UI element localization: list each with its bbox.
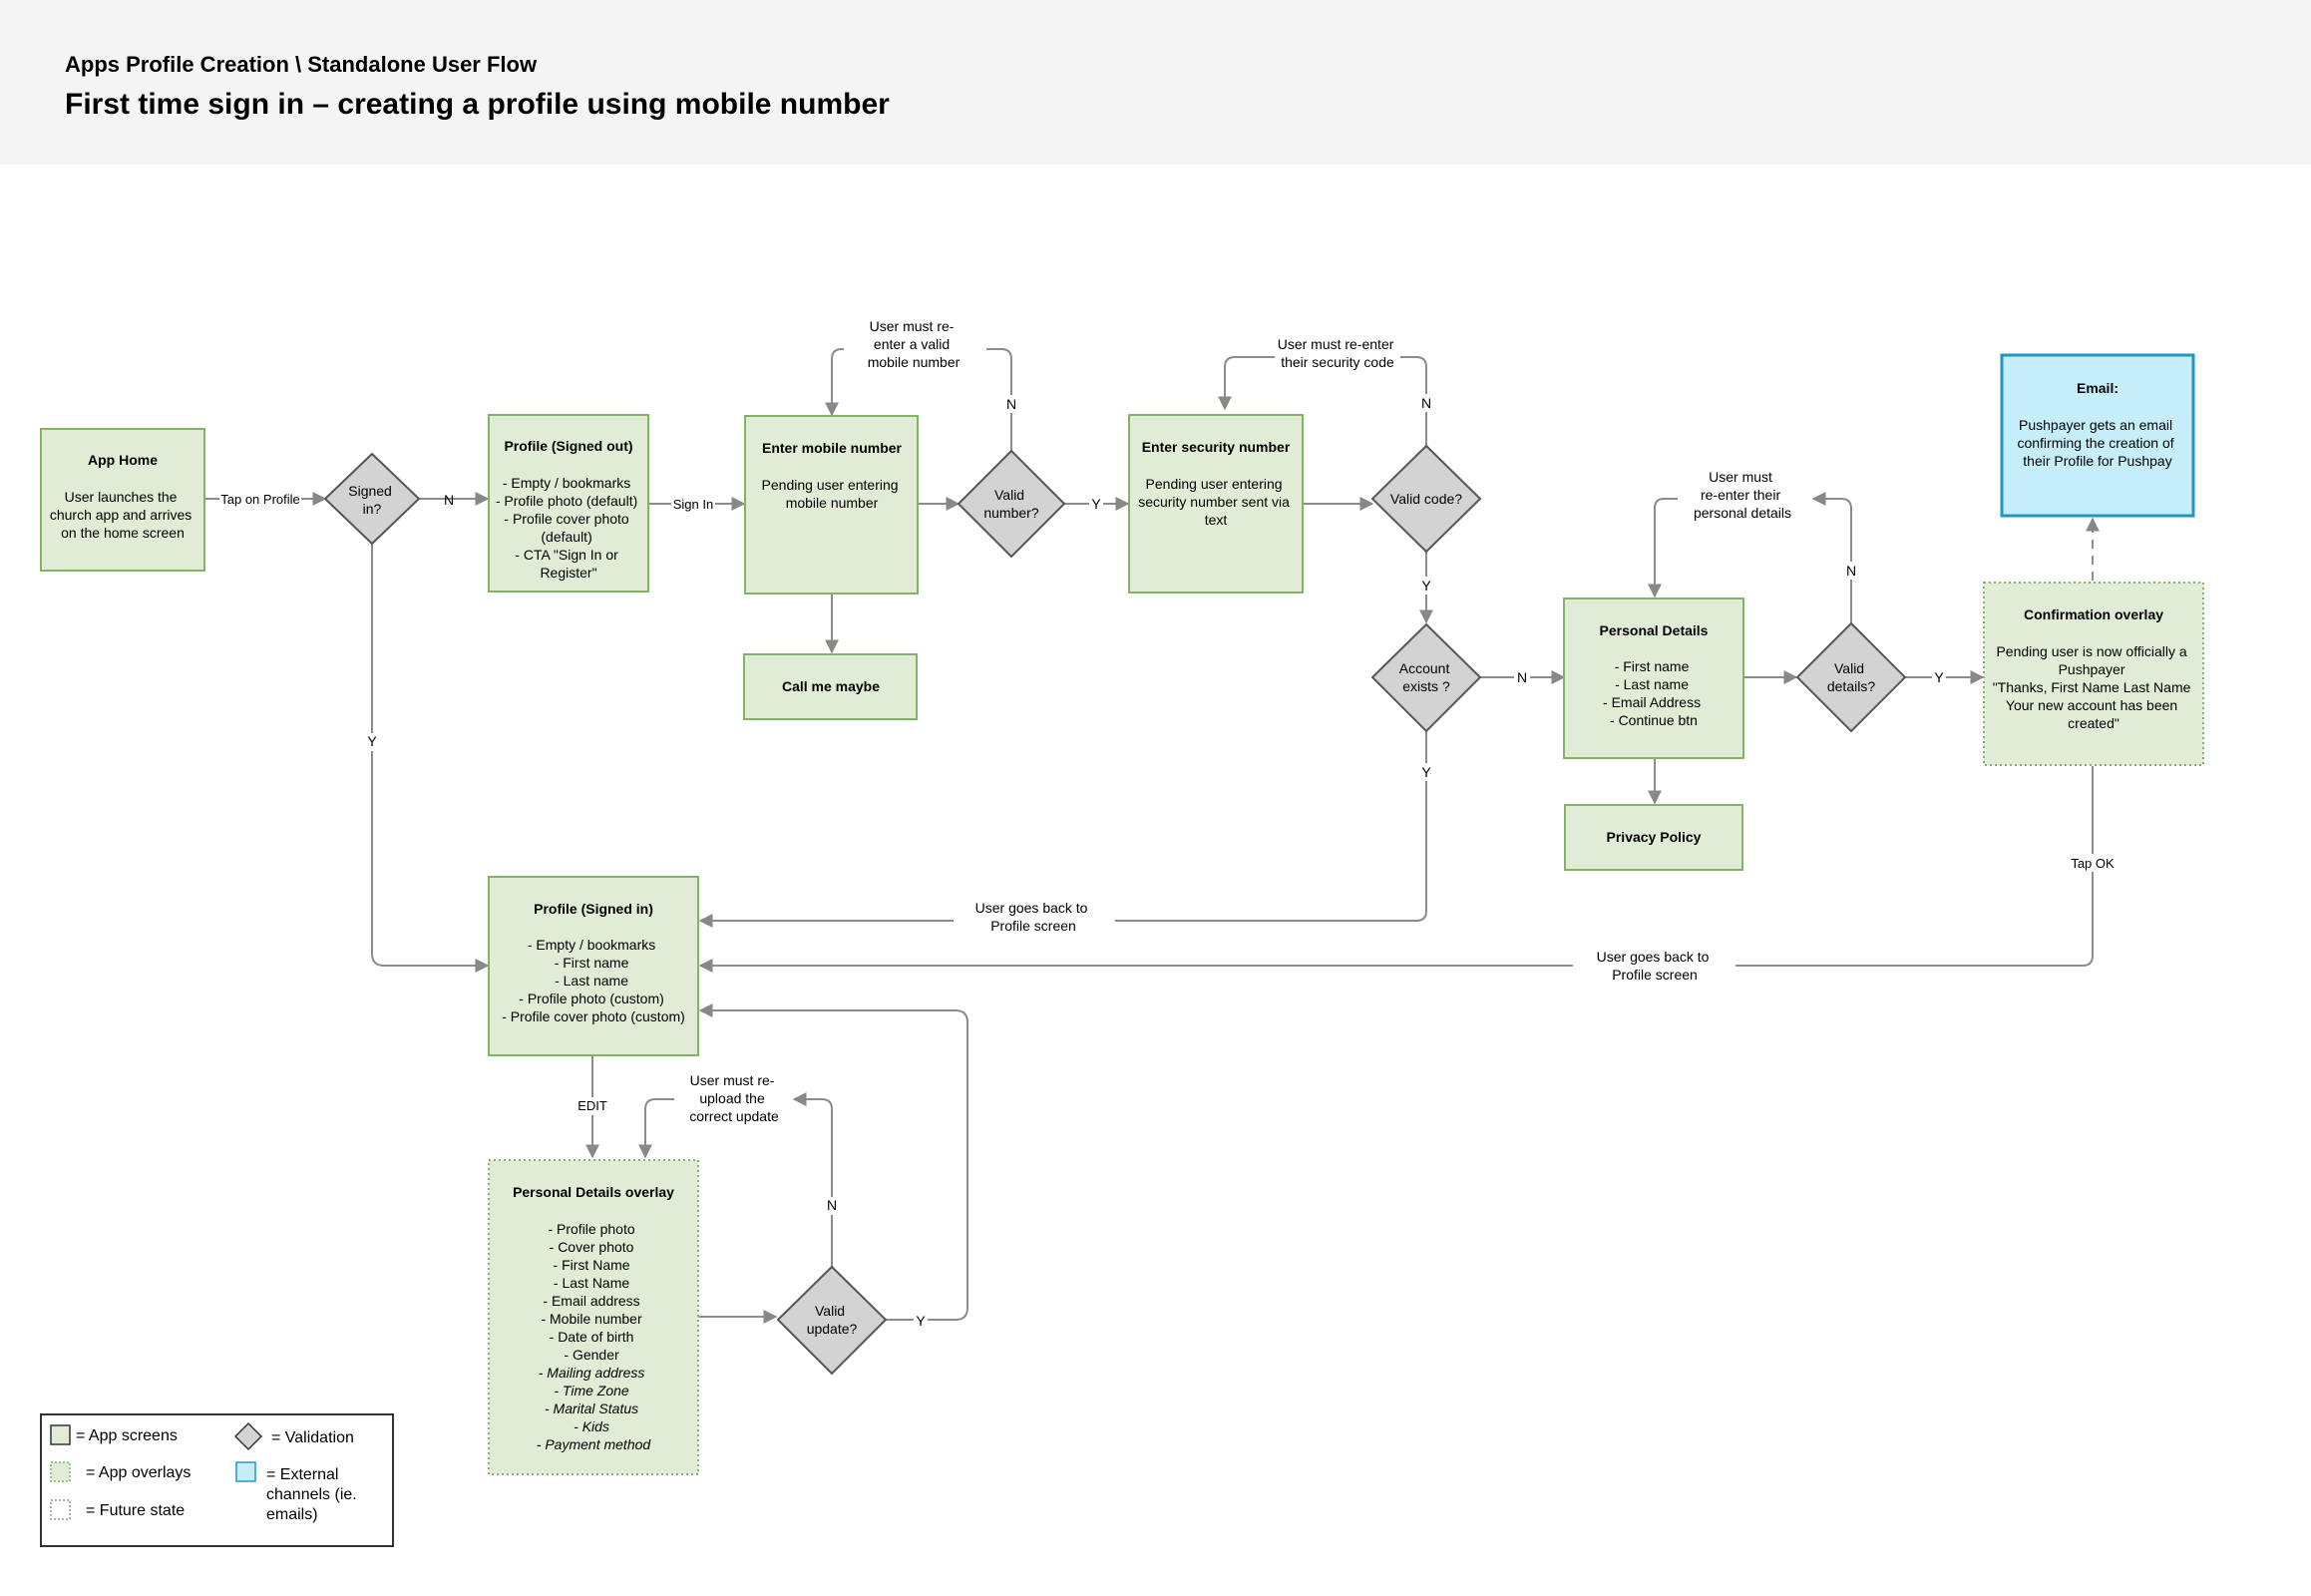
svg-text:Account exists ?: Account exists ? xyxy=(1399,660,1453,694)
svg-text:User launches the chur: User launches the church app and arrives… xyxy=(50,489,195,541)
node-profile-signed-out: Profile (Signed out) - Empty / bookmarks… xyxy=(488,414,649,593)
label-validupdate-no: N xyxy=(827,1197,837,1213)
edge-reupload xyxy=(638,1098,674,1159)
label-validdetails-yes: Y xyxy=(1934,669,1944,685)
edge-confirm-tapok xyxy=(1735,766,2094,967)
label-validnumber-yes: Y xyxy=(1091,496,1101,512)
label-tap-on-profile: Tap on Profile xyxy=(220,492,300,507)
label-sign-in: Sign In xyxy=(673,497,713,512)
diamond-valid-update: Valid update? xyxy=(776,1265,888,1376)
node-personal-details: Personal Details - First name - Last nam… xyxy=(1563,598,1744,759)
node-app-home: App Home User launches the church app an… xyxy=(40,428,205,572)
header-band: Apps Profile Creation \ Standalone User … xyxy=(0,0,2311,165)
edge-reenter-details xyxy=(1648,498,1678,598)
edge-reenter-mobile xyxy=(825,348,844,417)
label-edit: EDIT xyxy=(578,1098,607,1113)
call-me-maybe-title: Call me maybe xyxy=(782,678,880,694)
confirmation-overlay-title: Confirmation overlay xyxy=(2024,606,2163,622)
node-confirmation-overlay: Confirmation overlay Pending user is now… xyxy=(1983,582,2204,766)
svg-text:Valid code?: Valid code? xyxy=(1390,491,1462,507)
svg-text:- Empty / bookmarks -: - Empty / bookmarks - Profile photo (def… xyxy=(496,475,641,581)
svg-text:- Profile photo - Cove: - Profile photo - Cover photo - First Na… xyxy=(537,1221,652,1452)
note-reenter-mobile: User must re- enter a valid mobile numbe… xyxy=(868,318,961,370)
note-reupload: User must re- upload the correct update xyxy=(689,1072,779,1124)
node-enter-security: Enter security number Pending user enter… xyxy=(1128,414,1304,594)
note-reenter-code: User must re-enter their security code xyxy=(1278,336,1398,370)
legend-future-state: = Future state xyxy=(86,1502,185,1519)
legend-app-screens: = App screens xyxy=(76,1427,178,1444)
diamond-valid-code: Valid code? xyxy=(1370,444,1482,554)
node-call-me-maybe: Call me maybe xyxy=(743,653,918,720)
svg-text:Pending user entering: Pending user entering security number se… xyxy=(1138,476,1294,528)
legend-swatch-app-screens xyxy=(50,1424,71,1445)
label-signedin-no: N xyxy=(444,492,454,508)
label-account-no: N xyxy=(1517,669,1527,685)
legend-external: = External channels (ie. emails) xyxy=(266,1466,361,1523)
svg-text:- Empty / bookmarks -: - Empty / bookmarks - First name - Last … xyxy=(502,937,685,1024)
legend-swatch-validation xyxy=(233,1421,263,1451)
legend-swatch-future-state xyxy=(50,1499,71,1520)
diamond-signed-in: Signed in? xyxy=(323,452,421,546)
personal-details-overlay-title: Personal Details overlay xyxy=(513,1184,674,1200)
diagram-title: First time sign in – creating a profile … xyxy=(65,88,890,121)
svg-text:- First name - Last na: - First name - Last name - Email Address… xyxy=(1603,658,1705,728)
personal-details-title: Personal Details xyxy=(1600,622,1709,638)
node-profile-signed-in: Profile (Signed in) - Empty / bookmarks … xyxy=(488,876,699,1056)
edge-reenter-code xyxy=(1218,356,1275,411)
nodes: App Home User launches the church app an… xyxy=(40,353,2204,1475)
diamond-account-exists: Account exists ? xyxy=(1370,622,1482,733)
label-validcode-yes: Y xyxy=(1421,578,1431,594)
diamond-valid-number: Valid number? xyxy=(957,449,1066,559)
legend-swatch-external xyxy=(235,1461,256,1482)
privacy-policy-title: Privacy Policy xyxy=(1607,829,1702,845)
note-back-profile-1: User goes back to Profile screen xyxy=(975,900,1092,934)
label-tap-ok: Tap OK xyxy=(2071,856,2115,871)
note-back-profile-2: User goes back to Profile screen xyxy=(1597,949,1714,983)
svg-text:Valid number?: Valid number? xyxy=(983,487,1038,521)
edge-validnumber-no xyxy=(986,348,1012,451)
diagram-subtitle: Apps Profile Creation \ Standalone User … xyxy=(65,52,538,77)
note-reenter-details: User must re-enter their personal detail… xyxy=(1694,469,1791,521)
legend: = App screens = Validation = App overlay… xyxy=(40,1413,394,1547)
legend-validation: = Validation xyxy=(271,1429,354,1446)
enter-mobile-title: Enter mobile number xyxy=(762,440,903,456)
svg-text:Pending user is now officially: Pending user is now officially a Pushpay… xyxy=(1993,643,2195,731)
label-account-yes: Y xyxy=(1421,764,1431,780)
email-title: Email: xyxy=(2077,380,2118,396)
svg-text:Valid details?: Valid details? xyxy=(1827,660,1875,694)
edge-signedin-yes xyxy=(371,544,490,973)
node-privacy-policy: Privacy Policy xyxy=(1564,804,1743,871)
edge-validdetails-no xyxy=(1811,492,1852,623)
node-enter-mobile: Enter mobile number Pending user enterin… xyxy=(744,415,919,595)
label-validcode-no: N xyxy=(1421,395,1431,411)
enter-security-title: Enter security number xyxy=(1142,439,1291,455)
svg-text:Valid update?: Valid update? xyxy=(807,1303,858,1337)
edge-account-yes xyxy=(1115,731,1427,922)
label-signedin-yes: Y xyxy=(367,733,377,749)
svg-text:Pushpayer gets an email: Pushpayer gets an email confirming the c… xyxy=(2017,417,2177,469)
profile-signed-in-title: Profile (Signed in) xyxy=(534,901,653,917)
notes: User must re- enter a valid mobile numbe… xyxy=(689,318,1791,1124)
diamond-valid-details: Valid details? xyxy=(1795,621,1907,733)
app-home-title: App Home xyxy=(88,452,158,468)
edge-labels: Tap on Profile N Y Sign In N Y N Y N Y N… xyxy=(219,394,2117,1330)
label-validnumber-no: N xyxy=(1006,396,1016,412)
svg-text:Pending user entering: Pending user entering mobile number xyxy=(762,477,903,511)
legend-app-overlays: = App overlays xyxy=(86,1464,191,1481)
node-personal-details-overlay: Personal Details overlay - Profile photo… xyxy=(488,1159,699,1475)
profile-signed-out-title: Profile (Signed out) xyxy=(504,438,632,454)
edge-validcode-no xyxy=(1400,356,1427,446)
edge-validupdate-yes xyxy=(698,1003,968,1321)
label-validupdate-yes: Y xyxy=(916,1313,926,1329)
node-email: Email: Pushpayer gets an email confirmin… xyxy=(2000,353,2195,518)
svg-text:Signed in?: Signed in? xyxy=(348,483,395,517)
label-validdetails-no: N xyxy=(1846,563,1856,579)
edge-validupdate-no xyxy=(792,1092,833,1267)
legend-swatch-app-overlays xyxy=(50,1461,71,1482)
